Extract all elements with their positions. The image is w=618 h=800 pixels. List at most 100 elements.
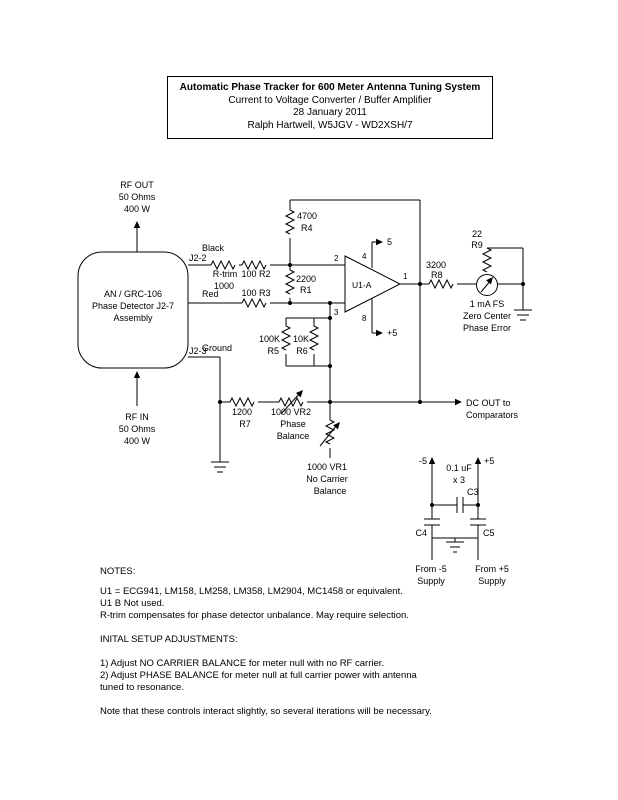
from-pos-label-1: From +5 xyxy=(475,564,509,574)
note-line: U1 B Not used. xyxy=(100,598,165,609)
dc-out-label-2: Comparators xyxy=(466,410,519,420)
title-line-3: 28 January 2011 xyxy=(293,107,367,118)
from-neg-label-1: From -5 xyxy=(415,564,447,574)
r6-value-label: 10K xyxy=(293,334,309,344)
c3-label: C3 xyxy=(467,487,479,497)
vr2-label-1: 1000 VR2 xyxy=(271,407,311,417)
ground-icon xyxy=(446,541,464,553)
circuit-wires xyxy=(136,199,524,560)
terminal-j23-label: J2-3 xyxy=(189,346,207,356)
setup-line: 1) Adjust NO CARRIER BALANCE for meter n… xyxy=(100,658,385,669)
r5-value-label: 100K xyxy=(259,334,280,344)
ground-icon xyxy=(514,309,532,321)
dc-out-label-1: DC OUT to xyxy=(466,398,510,408)
rf-in-label-3: 400 W xyxy=(124,436,151,446)
r4-value-label: 4700 xyxy=(297,211,317,221)
r5-ref-label: R5 xyxy=(267,346,279,356)
opamp-pin4-label: 4 xyxy=(362,252,367,261)
resistor-r5 xyxy=(281,325,291,351)
from-pos-label-2: Supply xyxy=(478,576,506,586)
opamp-vneg-label: 5 xyxy=(387,237,392,247)
r9-ref-label: R9 xyxy=(471,240,483,250)
meter-label-1: 1 mA FS xyxy=(470,299,505,309)
resistor-r4 xyxy=(285,209,295,235)
resistor-r8 xyxy=(428,279,454,289)
terminal-j22-label: J2-2 xyxy=(189,253,207,263)
dc-out-arrow xyxy=(455,398,462,406)
resistor-r9 xyxy=(482,247,492,273)
r8-ref-label: R8 xyxy=(431,270,443,280)
title-line-4: Ralph Hartwell, W5JGV - WD2XSH/7 xyxy=(247,119,413,131)
c4-label: C4 xyxy=(415,528,427,538)
wire-black-label: Black xyxy=(202,243,225,253)
rf-in-label-1: RF IN xyxy=(125,412,149,422)
setup-heading: INITAL SETUP ADJUSTMENTS: xyxy=(100,634,238,645)
r1-value-label: 2200 xyxy=(296,274,316,284)
rf-in-label-2: 50 Ohms xyxy=(119,424,156,434)
notes-footer: Note that these controls interact slight… xyxy=(100,706,432,717)
junction-dots xyxy=(218,263,525,507)
neg-rail-arrow xyxy=(428,457,436,464)
vr2-label-2: Phase xyxy=(280,419,306,429)
wire-red-label: Red xyxy=(202,289,219,299)
rtrim-value-label: 1000 xyxy=(214,281,234,291)
opamp-pin3-label: 3 xyxy=(334,308,339,317)
pos-rail-arrow xyxy=(474,457,482,464)
r4-ref-label: R4 xyxy=(301,223,313,233)
r2-label: 100 R2 xyxy=(241,269,270,279)
rf-in-arrow xyxy=(133,371,141,378)
title-line-1: Automatic Phase Tracker for 600 Meter An… xyxy=(179,82,481,93)
cap-value-label: 0.1 uF xyxy=(446,463,472,473)
meter-symbol xyxy=(476,274,498,296)
pos-rail-label: +5 xyxy=(484,456,494,466)
phase-detector-assembly-box xyxy=(77,251,189,369)
title-line-2: Current to Voltage Converter / Buffer Am… xyxy=(228,94,432,106)
opamp-label: U1-A xyxy=(352,280,372,290)
vr1-label-1: 1000 VR1 xyxy=(307,462,347,472)
r1-ref-label: R1 xyxy=(300,285,312,295)
title-block: Automatic Phase Tracker for 600 Meter An… xyxy=(167,76,493,139)
from-neg-label-2: Supply xyxy=(417,576,445,586)
r6-ref-label: R6 xyxy=(296,346,308,356)
note-line: R-trim compensates for phase detector un… xyxy=(100,610,409,621)
opamp-vpos-label: +5 xyxy=(387,328,397,338)
r9-value-label: 22 xyxy=(472,229,482,239)
resistor-r2 xyxy=(241,260,267,270)
opamp-pin8-label: 8 xyxy=(362,314,367,323)
resistor-r6 xyxy=(309,325,319,351)
meter-label-3: Phase Error xyxy=(463,323,511,333)
rtrim-name-label: R-trim xyxy=(213,269,238,279)
vneg-supply-arrow xyxy=(376,238,383,246)
r7-ref-label: R7 xyxy=(239,419,251,429)
ground-icon xyxy=(211,461,229,473)
rf-out-label-1: RF OUT xyxy=(120,180,154,190)
meter-label-2: Zero Center xyxy=(463,311,511,321)
potentiometer-vr1 xyxy=(325,419,335,445)
assembly-label-3: Assembly xyxy=(113,313,153,323)
resistor-rtrim xyxy=(210,260,236,270)
note-line: U1 = ECG941, LM158, LM258, LM358, LM2904… xyxy=(100,586,403,597)
r8-value-label: 3200 xyxy=(426,260,446,270)
vpos-supply-arrow xyxy=(376,329,383,337)
cap-qty-label: x 3 xyxy=(453,475,465,485)
resistor-r3 xyxy=(241,298,267,308)
r3-label: 100 R3 xyxy=(241,288,270,298)
notes-section: NOTES: U1 = ECG941, LM158, LM258, LM358,… xyxy=(100,566,432,718)
rf-out-label-2: 50 Ohms xyxy=(119,192,156,202)
meter-needle-arrow xyxy=(486,274,496,285)
notes-heading: NOTES: xyxy=(100,566,136,577)
c5-label: C5 xyxy=(483,528,495,538)
opamp-pin2-label: 2 xyxy=(334,254,339,263)
wire-ground-label: Ground xyxy=(202,343,232,353)
setup-line: 2) Adjust PHASE BALANCE for meter null a… xyxy=(100,670,417,681)
setup-line: tuned to resonance. xyxy=(100,682,184,693)
vr1-label-2: No Carrier xyxy=(306,474,348,484)
ground-symbols xyxy=(211,309,532,553)
rf-out-label-3: 400 W xyxy=(124,204,151,214)
assembly-label-2: Phase Detector J2-7 xyxy=(92,301,174,311)
vr2-label-3: Balance xyxy=(277,431,310,441)
rf-out-arrow xyxy=(133,221,141,228)
opamp-triangle xyxy=(344,255,402,313)
potentiometer-vr2 xyxy=(278,397,304,407)
